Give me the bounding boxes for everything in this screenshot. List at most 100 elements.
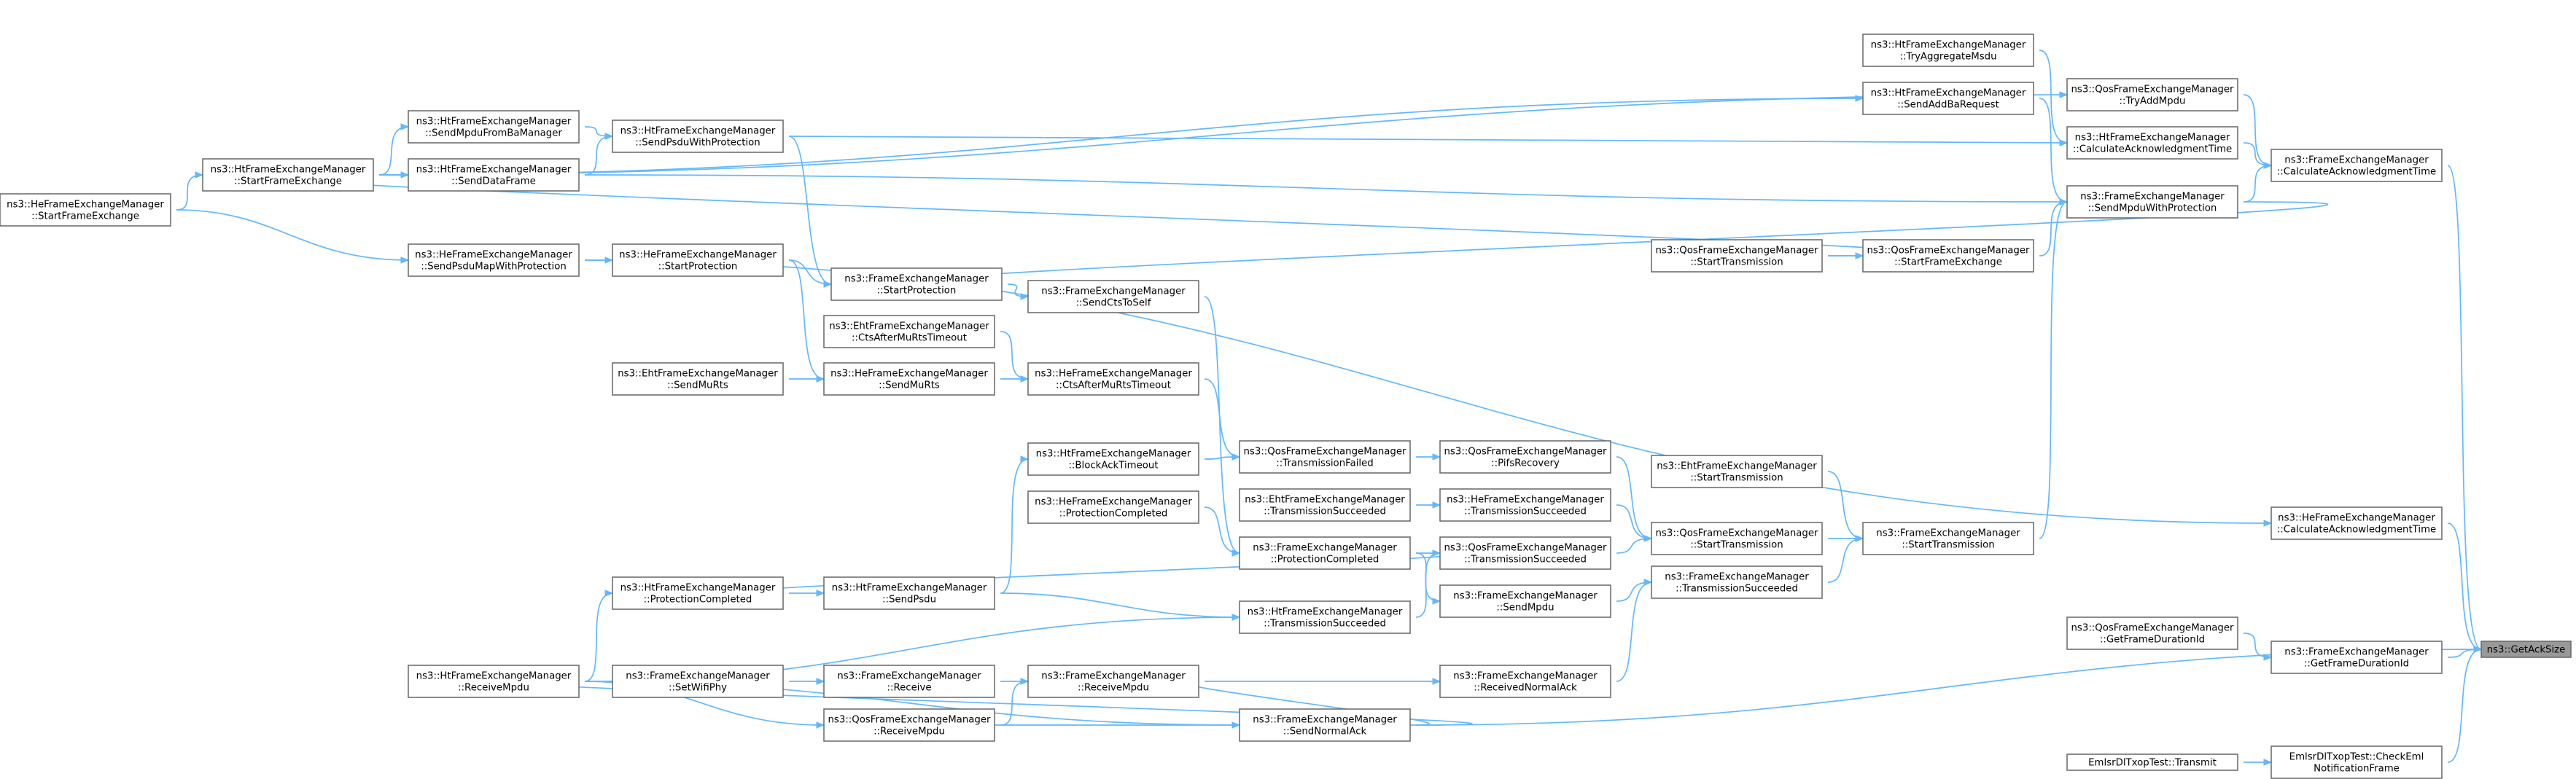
node-ht-fem-send-mpdu-from-ba-manager[interactable]: ns3::HtFrameExchangeManager::SendMpduFro…	[408, 110, 580, 144]
node-box	[2066, 185, 2238, 219]
node-label-line: ns3::FrameExchangeManager	[1876, 528, 2020, 539]
node-label-line: ::ReceivedNormalAck	[1474, 683, 1577, 694]
node-ht-fem-protection-completed[interactable]: ns3::HtFrameExchangeManager::ProtectionC…	[612, 576, 784, 610]
node-qos-fem-try-add-mpdu[interactable]: ns3::QosFrameExchangeManager::TryAddMpdu	[2066, 78, 2238, 111]
edge-qos-fem-get-frame-duration-id-to-fem-get-frame-duration-id	[2243, 633, 2272, 658]
node-qos-fem-start-frame-exchange[interactable]: ns3::QosFrameExchangeManager::StartFrame…	[1862, 239, 2034, 273]
node-emlsr-check-eml[interactable]: EmlsrDlTxopTest::CheckEmlNotificationFra…	[2270, 745, 2443, 779]
node-ht-fem-calc-ack-time[interactable]: ns3::HtFrameExchangeManager::CalculateAc…	[2066, 126, 2238, 160]
node-emlsr-transmit[interactable]: EmlsrDlTxopTest::Transmit	[2066, 753, 2238, 771]
node-ht-fem-receive-mpdu[interactable]: ns3::HtFrameExchangeManager::ReceiveMpdu	[408, 665, 580, 698]
node-fem-transmission-succeeded[interactable]: ns3::FrameExchangeManager::TransmissionS…	[1651, 565, 1823, 599]
node-label-line: ns3::HtFrameExchangeManager	[1871, 40, 2026, 51]
node-label-line: ns3::HeFrameExchangeManager	[619, 250, 777, 261]
node-he-fem-transmission-succeeded[interactable]: ns3::HeFrameExchangeManager::Transmissio…	[1439, 488, 1611, 522]
node-label-line: ns3::FrameExchangeManager	[1041, 671, 1186, 682]
node-qos-fem-transmission-succeeded[interactable]: ns3::QosFrameExchangeManager::Transmissi…	[1439, 536, 1611, 570]
node-ht-fem-try-aggregate-msdu[interactable]: ns3::HtFrameExchangeManager::TryAggregat…	[1862, 34, 2034, 67]
edge-arrowhead	[2263, 654, 2273, 661]
node-fem-start-protection[interactable]: ns3::FrameExchangeManager::StartProtecti…	[830, 267, 1003, 301]
edge-arrowhead	[1432, 598, 1441, 605]
node-eht-fem-send-mu-rts[interactable]: ns3::EhtFrameExchangeManager::SendMuRts	[612, 362, 784, 396]
node-box	[612, 243, 784, 277]
node-box	[2270, 641, 2443, 674]
node-fem-protection-completed[interactable]: ns3::FrameExchangeManager::ProtectionCom…	[1239, 536, 1411, 570]
node-he-fem-send-mu-rts[interactable]: ns3::HeFrameExchangeManager::SendMuRts	[823, 362, 995, 396]
node-label-line: ns3::QosFrameExchangeManager	[1867, 246, 2031, 257]
node-box	[1439, 440, 1611, 474]
node-box	[823, 362, 995, 396]
node-qos-fem-start-transmission[interactable]: ns3::QosFrameExchangeManager::StartTrans…	[1651, 522, 1823, 555]
node-label-line: ::GetFrameDurationId	[2100, 635, 2205, 646]
node-box	[1027, 280, 1199, 313]
node-fem-calc-ack-time[interactable]: ns3::FrameExchangeManager::CalculateAckn…	[2270, 149, 2443, 182]
node-label-line: ns3::QosFrameExchangeManager	[1444, 447, 1608, 458]
node-label-line: ns3::HtFrameExchangeManager	[620, 583, 776, 594]
node-fem-receive[interactable]: ns3::FrameExchangeManager::Receive	[823, 665, 995, 698]
node-qos-fem-get-frame-duration-id[interactable]: ns3::QosFrameExchangeManager::GetFrameDu…	[2066, 616, 2238, 650]
edge-he-fem-protection-completed-to-fem-protection-completed	[1204, 506, 1240, 554]
node-label-line: ns3::FrameExchangeManager	[1453, 591, 1598, 602]
node-label-line: ::ReceiveMpdu	[873, 727, 945, 737]
edge-arrowhead	[1643, 579, 1653, 586]
node-label-line: ::CalculateAcknowledgmentTime	[2277, 525, 2436, 536]
node-box	[2270, 149, 2443, 182]
node-qos-fem-transmission-failed[interactable]: ns3::QosFrameExchangeManager::Transmissi…	[1239, 440, 1411, 474]
node-fem-start-transmission[interactable]: ns3::FrameExchangeManager::StartTransmis…	[1862, 522, 2034, 555]
node-label-line: ns3::QosFrameExchangeManager	[1656, 528, 1819, 539]
edge-he-fem-transmission-succeeded-to-qos-fem-start-transmission	[1616, 504, 1652, 539]
node-ht-fem-transmission-succeeded[interactable]: ns3::HtFrameExchangeManager::Transmissio…	[1239, 600, 1411, 634]
node-label-line: ns3::FrameExchangeManager	[1453, 671, 1598, 682]
node-qos-fem-start-transmission-a[interactable]: ns3::QosFrameExchangeManager::StartTrans…	[1651, 239, 1823, 273]
node-eht-fem-start-transmission[interactable]: ns3::EhtFrameExchangeManager::StartTrans…	[1651, 455, 1823, 488]
node-ht-fem-send-data-frame[interactable]: ns3::HtFrameExchangeManager::SendDataFra…	[408, 158, 580, 192]
edge-ht-fem-send-psdu-with-protection-to-ht-fem-calc-ack-time	[788, 136, 2068, 144]
node-label-line: ns3::HeFrameExchangeManager	[830, 369, 988, 380]
edge-arrowhead	[2263, 759, 2273, 766]
node-label-line: ::CtsAfterMuRtsTimeout	[852, 333, 967, 344]
edge-eht-fem-start-transmission-to-fem-start-transmission	[1827, 471, 1864, 539]
node-label-line: ns3::HeFrameExchangeManager	[7, 200, 164, 211]
node-box	[408, 665, 580, 698]
node-fem-received-normal-ack[interactable]: ns3::FrameExchangeManager::ReceivedNorma…	[1439, 665, 1611, 698]
node-box	[408, 243, 580, 277]
node-he-fem-start-protection[interactable]: ns3::HeFrameExchangeManager::StartProtec…	[612, 243, 784, 277]
node-qos-fem-pifs-recovery[interactable]: ns3::QosFrameExchangeManager::PifsRecove…	[1439, 440, 1611, 474]
node-fem-get-frame-duration-id[interactable]: ns3::FrameExchangeManager::GetFrameDurat…	[2270, 641, 2443, 674]
node-eht-fem-cts-after-mu-rts-timeout[interactable]: ns3::EhtFrameExchangeManager::CtsAfterMu…	[823, 315, 995, 348]
node-label-line: ::StartTransmission	[1902, 540, 1994, 551]
node-label-line: ::SendMpdu	[1496, 603, 1554, 614]
node-eht-fem-transmission-succeeded[interactable]: ns3::EhtFrameExchangeManager::Transmissi…	[1239, 488, 1411, 522]
node-he-fem-start-frame-exchange[interactable]: ns3::HeFrameExchangeManager::StartFrameE…	[0, 193, 171, 227]
node-ht-fem-send-psdu[interactable]: ns3::HtFrameExchangeManager::SendPsdu	[823, 576, 995, 610]
node-label-line: ns3::GetAckSize	[2487, 645, 2566, 656]
node-get-ack-size[interactable]: ns3::GetAckSize	[2480, 641, 2572, 658]
node-fem-send-normal-ack[interactable]: ns3::FrameExchangeManager::SendNormalAck	[1239, 708, 1411, 742]
node-fem-send-mpdu[interactable]: ns3::FrameExchangeManager::SendMpdu	[1439, 584, 1611, 618]
node-ht-fem-start-frame-exchange[interactable]: ns3::HtFrameExchangeManager::StartFrameE…	[202, 158, 374, 192]
node-label-line: ::ProtectionCompleted	[644, 595, 752, 606]
node-fem-receive-mpdu[interactable]: ns3::FrameExchangeManager::ReceiveMpdu	[1027, 665, 1199, 698]
node-box	[2270, 745, 2443, 779]
node-fem-set-wifi-phy[interactable]: ns3::FrameExchangeManager::SetWifiPhy	[612, 665, 784, 698]
node-ht-fem-block-ack-timeout[interactable]: ns3::HtFrameExchangeManager::BlockAckTim…	[1027, 442, 1199, 476]
edge-arrowhead	[1432, 501, 1441, 509]
edge-arrowhead	[2059, 91, 2069, 98]
node-he-fem-calc-ack-time[interactable]: ns3::HeFrameExchangeManager::CalculateAc…	[2270, 506, 2443, 540]
edge-fem-received-normal-ack-to-fem-transmission-succeeded	[1616, 582, 1652, 682]
node-he-fem-protection-completed[interactable]: ns3::HeFrameExchangeManager::ProtectionC…	[1027, 490, 1199, 524]
node-he-fem-cts-after-mu-rts-timeout[interactable]: ns3::HeFrameExchangeManager::CtsAfterMuR…	[1027, 362, 1199, 396]
node-box	[612, 665, 784, 698]
node-ht-fem-send-psdu-with-protection[interactable]: ns3::HtFrameExchangeManager::SendPsduWit…	[612, 120, 784, 153]
node-fem-send-cts-to-self[interactable]: ns3::FrameExchangeManager::SendCtsToSelf	[1027, 280, 1199, 313]
node-box	[408, 158, 580, 192]
node-label-line: ::BlockAckTimeout	[1068, 461, 1158, 471]
node-fem-send-mpdu-with-protection[interactable]: ns3::FrameExchangeManager::SendMpduWithP…	[2066, 185, 2238, 219]
node-qos-fem-receive-mpdu[interactable]: ns3::QosFrameExchangeManager::ReceiveMpd…	[823, 708, 995, 742]
node-label-line: ::TransmissionSucceeded	[1264, 506, 1386, 517]
node-label-line: ::SendPsdu	[882, 595, 936, 606]
node-ht-fem-send-add-ba-request[interactable]: ns3::HtFrameExchangeManager::SendAddBaRe…	[1862, 82, 2034, 115]
node-label-line: ::SendNormalAck	[1283, 727, 1367, 737]
node-he-fem-send-psdu-map-with-protection[interactable]: ns3::HeFrameExchangeManager::SendPsduMap…	[408, 243, 580, 277]
node-label-line: ns3::HeFrameExchangeManager	[2278, 513, 2435, 524]
